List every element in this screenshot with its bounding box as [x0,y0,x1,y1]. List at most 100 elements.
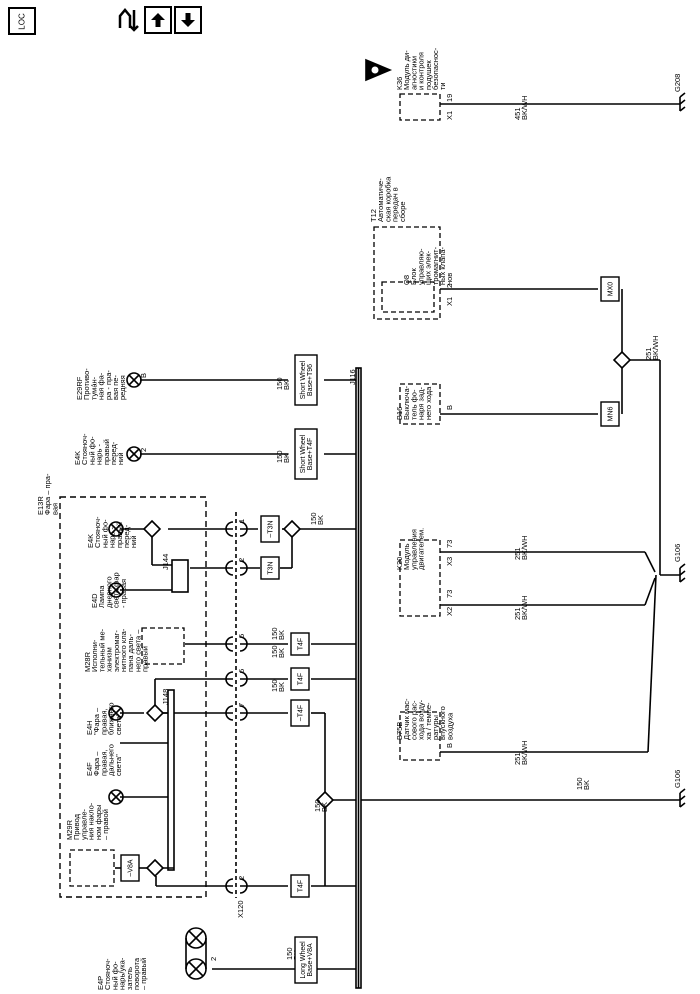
b16-label-line: наря зад- [417,386,426,420]
t12-box [373,226,441,320]
e4h-label-line: E4H [85,720,94,735]
wire-451-bkwh-label-line: BK/WH [520,95,529,120]
k36-label-line: агностики [409,56,418,90]
e13r-label-line: вая [50,503,59,515]
wire-150-bk-label-line: 150 [275,450,284,463]
pin-k20-73b-line: 73 [445,540,454,548]
wires [140,103,680,970]
pin-k20-73b: 73 [445,540,454,548]
q8-label-line: управляю- [416,248,425,285]
wire-150-bk-label-line: 150 [275,377,284,390]
pin-e29rf-line: B [139,373,148,378]
wire-251-bkwh-label-line: 251 [644,347,653,360]
b16-label-line: него хода [424,386,433,420]
pin-q8-x1-line: X1 [445,297,454,306]
pin-k36-19-line: 19 [445,94,454,102]
lamp-icons [108,372,207,980]
k36-label-line: подушек [424,60,433,90]
b75b-label-line: хода возду- [417,699,426,740]
t12-label-line: ская коробка [383,176,392,222]
pin-k36-x1-line: X1 [445,111,454,120]
k36-label-line: ти [438,82,447,90]
j148-label-line: J148 [161,689,170,705]
g106-right-label: G106 [673,544,682,562]
t12-label-line: сборе [398,201,407,222]
wire-150-bk-label-line: BK [277,630,286,640]
pin-k20-x3: X3 [445,557,454,566]
loc-button[interactable]: LOC [8,7,36,35]
b75b-label-line: ха / темпе- [424,702,433,740]
k36-label-line: K36 [395,77,404,90]
g208-label-line: G208 [673,74,682,92]
k36-label-line: безопаснос- [431,47,440,90]
pin-x120-6-line: 6 [237,669,246,673]
b16-box [399,383,441,425]
wire-tools-button[interactable] [114,6,142,34]
pin-q8-2-line: 2 [445,284,454,288]
pin-x120-6: 6 [237,669,246,673]
e4p-label-line: E4P [96,976,105,990]
b16-label-line: Выключа- [402,385,411,420]
e4k-out-label-line: перед- [109,441,118,465]
t4f-box-6: T4F [290,667,310,691]
e4k-in-label-line: ный фо- [100,519,109,548]
e4h-label-line: правая, [99,708,108,735]
pin-x120-5-line: 5 [237,634,246,638]
pin-e29rf: B [139,373,148,378]
e29rf-label-line: тумáн- [89,376,98,400]
wire-451-bkwh-label-line: 451 [513,107,522,120]
e29rf-label-line: ная фа- [97,372,106,400]
b16-label-line: B16 [395,407,404,420]
wire-150-bk-label-line: 150 [313,799,322,812]
wire-251-bkwh-label-line: BK/WH [651,335,660,360]
wire-251-bkwh-label-line: BK/WH [520,595,529,620]
g106-right-label-line: G106 [673,544,682,562]
e13r-label-line: E13R [36,496,45,515]
e4k-in-label-line: ний [129,535,138,548]
k20-label-line: управления [409,529,418,570]
e4k-out-label-line: ний [116,452,125,465]
k20-label-line: Модуль [402,543,411,570]
b75b-label-line: B75B [395,722,404,740]
m28r-label-line: Исполни- [90,639,99,672]
e13r-label-line: Фара – пра- [43,473,52,515]
pin-x120-2b-line: 2 [237,558,246,562]
x120-pins [225,521,248,894]
mx0-box: MX0 [600,276,620,302]
j144-bus [171,559,189,593]
m29r-label-line: ния накло- [87,802,96,840]
arrow-up-button[interactable] [144,6,172,34]
wire-150-bk-label-line: BK [582,780,591,790]
e29rf-label-line: ра - пра- [104,370,113,400]
e4k-out-label-line: ный фо- [87,436,96,465]
arrow-down-button[interactable] [174,6,202,34]
q8-label-line: Q8 [402,275,411,285]
pin-k20-x2-line: X2 [445,607,454,616]
not-t3n-box: –T3N [260,515,280,543]
e4h-label-line: света" [114,713,123,735]
m29r-label-line: Привод [72,813,81,840]
e4k-in-label-line: Стояноч- [93,516,102,548]
pin-e4p: 2 [209,957,218,961]
e4d-label-line: Лампа [97,585,106,608]
q8-label-line: Блок [409,268,418,285]
x120-label: X120 [236,900,245,918]
pin-x120-7: 7 [237,703,246,707]
short-t96-box-text: Base+T96 [307,364,314,396]
